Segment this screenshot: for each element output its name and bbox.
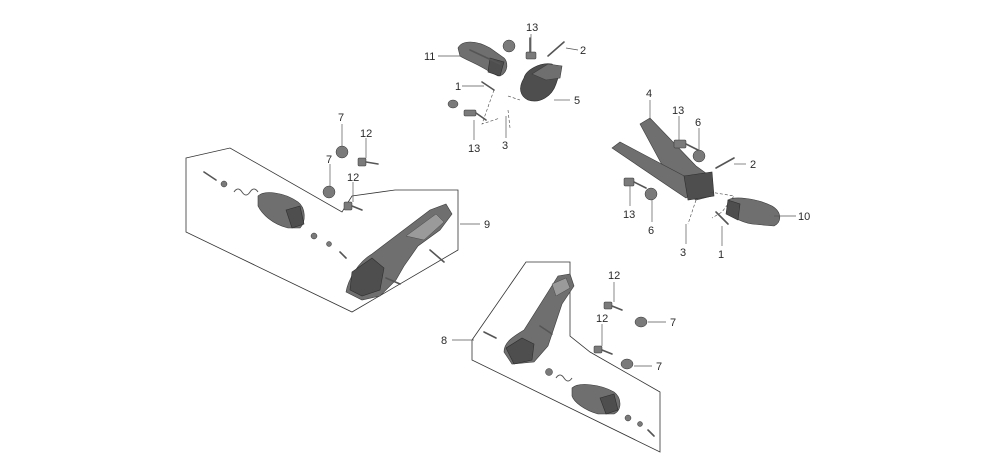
- nut-7-lower-right: [620, 358, 634, 370]
- callout-2-top: 2: [580, 45, 586, 57]
- callout-3-top: 3: [502, 140, 508, 152]
- callout-3-right: 3: [680, 247, 686, 259]
- nut-7-lower-left: [322, 185, 336, 199]
- pin-1-top: [481, 81, 495, 91]
- front-left-footrest-group: [447, 37, 565, 129]
- callout-12-right-upper: 12: [608, 270, 620, 282]
- callout-1-top: 1: [455, 81, 461, 93]
- pivot-pin-right: [483, 331, 497, 339]
- bolt-12-lower-left: [343, 201, 363, 211]
- rear-left-assembly-outline: [185, 147, 459, 313]
- callout-12-left-lower: 12: [347, 172, 359, 184]
- callout-5: 5: [574, 95, 580, 107]
- spring-left: [233, 188, 259, 196]
- front-right-footrest-group: [611, 117, 781, 227]
- bolt-12-upper-left: [357, 157, 379, 167]
- callout-12-right-lower: 12: [596, 313, 608, 325]
- callout-7-right-upper: 7: [670, 317, 676, 329]
- callout-6-upper: 6: [695, 117, 701, 129]
- callout-13-right-lower: 13: [623, 209, 635, 221]
- callout-7-left-upper: 7: [338, 112, 344, 124]
- callout-11: 11: [424, 51, 435, 63]
- bolt-13-right-lower: [623, 177, 647, 189]
- nut-7-upper-left: [335, 145, 349, 159]
- rear-right-assembly-outline: [471, 261, 661, 453]
- callout-10: 10: [798, 211, 810, 223]
- callout-12-left-upper: 12: [360, 128, 372, 140]
- rear-right-footrest-group: [483, 273, 655, 437]
- nut-7-upper-right: [634, 316, 648, 328]
- split-pin-2-top: [547, 41, 565, 57]
- callout-1-right: 1: [718, 249, 724, 261]
- nut-6-lower: [644, 187, 658, 201]
- nut-6-upper: [692, 149, 706, 163]
- leader-lines: [329, 34, 796, 367]
- pivot-pin-left: [203, 171, 217, 181]
- split-pin-2-right: [715, 157, 735, 169]
- bolt-12-upper-right: [603, 301, 623, 311]
- callout-6-lower: 6: [648, 225, 654, 237]
- callout-4: 4: [646, 88, 652, 100]
- pin-1-right: [715, 211, 729, 225]
- callout-7-left-lower: 7: [326, 154, 332, 166]
- bolt-13-right-upper: [673, 139, 699, 151]
- callout-labels: 13 2 11 1 5 13 3 4 13 6 2 13 6 10 3 1 7 …: [326, 22, 810, 373]
- callout-2-right: 2: [750, 159, 756, 171]
- callout-13-top: 13: [526, 22, 538, 34]
- bushing-top: [502, 39, 516, 53]
- bolt-12-lower-right: [593, 345, 613, 355]
- callout-9: 9: [484, 219, 490, 231]
- bolt-13-top: [525, 37, 537, 60]
- spring-right: [555, 374, 573, 382]
- callout-8: 8: [441, 335, 447, 347]
- callout-7-right-lower: 7: [656, 361, 662, 373]
- rear-left-footrest-group: [203, 145, 453, 301]
- callout-13-right-upper: 13: [672, 105, 684, 117]
- bolt-13-lower: [447, 99, 487, 121]
- callout-13-lower: 13: [468, 143, 480, 155]
